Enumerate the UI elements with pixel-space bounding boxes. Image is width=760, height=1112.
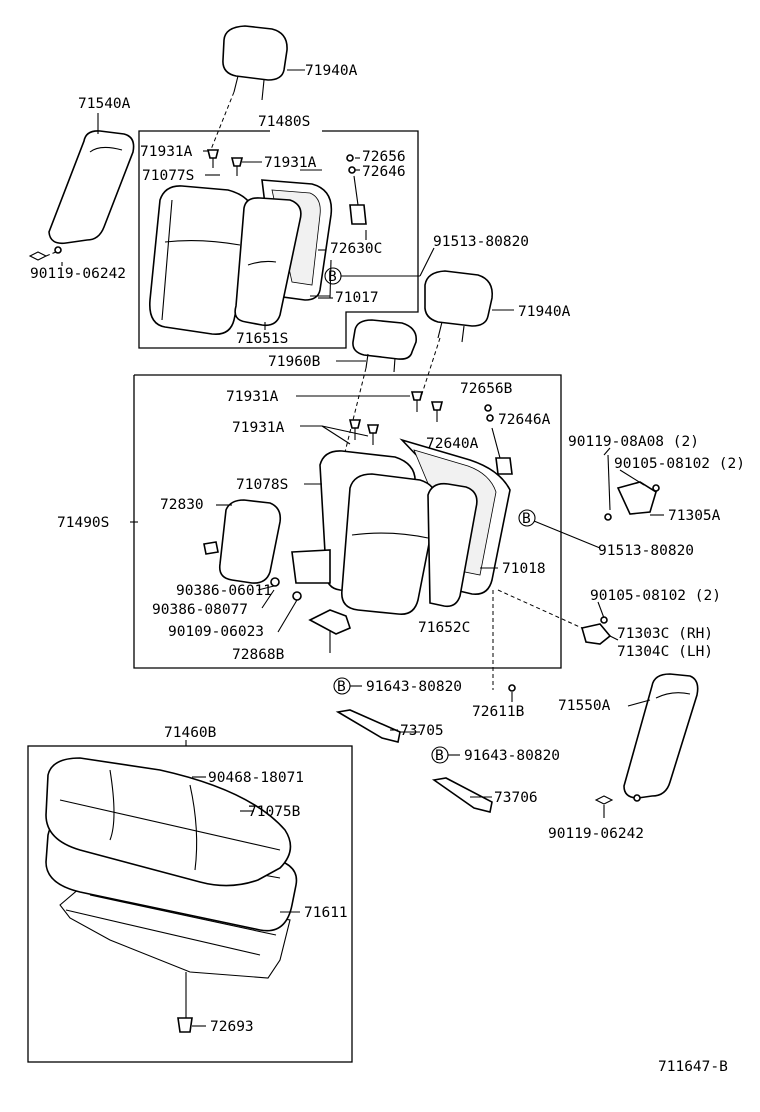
label-72646: 72646 — [362, 164, 406, 180]
label-72640A: 72640A — [426, 436, 479, 452]
label-91513-80820-a: 91513-80820 — [433, 234, 529, 250]
ref-B-circle-b — [518, 509, 601, 549]
rail-73706 — [431, 777, 493, 813]
label-71078S: 71078S — [236, 477, 288, 493]
label-71611: 71611 — [304, 905, 348, 921]
label-72656: 72656 — [362, 149, 406, 165]
label-71077S: 71077S — [142, 168, 194, 184]
latch-72630C — [346, 154, 367, 240]
group-box-71460B — [27, 745, 353, 1063]
label-72693: 72693 — [210, 1019, 254, 1035]
label-71017: 71017 — [335, 290, 379, 306]
headrest-71960B — [336, 319, 418, 453]
label-71651S: 71651S — [236, 331, 288, 347]
figure-id: 711647-B — [658, 1059, 728, 1075]
label-71940A-top: 71940A — [305, 63, 358, 79]
label-72630C: 72630C — [330, 241, 382, 257]
seatback-pad-71077S — [148, 185, 256, 336]
label-71940A-right: 71940A — [518, 304, 571, 320]
label-71931A-a: 71931A — [140, 144, 193, 160]
label-71075B: 71075B — [248, 804, 301, 820]
label-71460B: 71460B — [164, 725, 217, 741]
label-72611B: 72611B — [472, 704, 525, 720]
headrest-71940A-top — [209, 25, 305, 153]
label-B-d: B — [435, 748, 444, 764]
label-B-a: B — [328, 269, 337, 285]
seatback-cover-71651S — [234, 197, 302, 327]
hinge-71303C-71304C — [492, 589, 612, 692]
label-73705: 73705 — [400, 723, 444, 739]
label-71652C: 71652C — [418, 620, 470, 636]
label-B-b: B — [522, 511, 531, 527]
rail-73705 — [335, 709, 420, 743]
label-91643-80820-a: 91643-80820 — [366, 679, 462, 695]
seatback-cover-71652C — [341, 473, 478, 616]
hinge-71305A — [604, 454, 660, 521]
label-90109-06023: 90109-06023 — [168, 624, 264, 640]
label-B-c: B — [337, 679, 346, 695]
label-71018: 71018 — [502, 561, 546, 577]
label-71304C: 71304C (LH) — [617, 644, 713, 660]
label-72868B: 72868B — [232, 647, 285, 663]
bolts-71931A-lower — [296, 391, 444, 445]
label-90119-06242-b: 90119-06242 — [548, 826, 644, 842]
label-90105-08102-b: 90105-08102 (2) — [590, 588, 721, 604]
label-90468-18071: 90468-18071 — [208, 770, 304, 786]
label-71540A: 71540A — [78, 96, 131, 112]
label-90119-06242-a: 90119-06242 — [30, 266, 126, 282]
armrest-72830 — [203, 499, 282, 587]
label-71960B: 71960B — [268, 354, 321, 370]
label-72646A: 72646A — [498, 412, 551, 428]
bolts-71931A-upper — [203, 149, 262, 176]
label-90386-08077: 90386-08077 — [152, 602, 248, 618]
group-box-71490S — [133, 374, 562, 669]
label-72656B: 72656B — [460, 381, 513, 397]
side-cushion-71550A — [594, 673, 699, 805]
label-71305A: 71305A — [668, 508, 721, 524]
bracket-72868B — [292, 591, 351, 635]
latch-72640A — [484, 404, 513, 475]
label-71303C: 71303C (RH) — [617, 626, 713, 642]
label-91513-80820-b: 91513-80820 — [598, 543, 694, 559]
label-71931A-d: 71931A — [232, 420, 285, 436]
label-90386-06011: 90386-06011 — [176, 583, 272, 599]
label-71931A-b: 71931A — [264, 155, 317, 171]
leader-lines — [61, 169, 664, 1027]
label-73706: 73706 — [494, 790, 538, 806]
label-71480S: 71480S — [258, 114, 310, 130]
side-cushion-71540A — [28, 113, 135, 261]
headrest-71940A-right — [419, 270, 514, 401]
seat-cushion-top — [45, 757, 292, 887]
label-71490S: 71490S — [57, 515, 109, 531]
label-90119-08A08: 90119-08A08 (2) — [568, 434, 699, 450]
label-71931A-c: 71931A — [226, 389, 279, 405]
label-91643-80820-b: 91643-80820 — [464, 748, 560, 764]
group-box-71480S — [138, 130, 419, 349]
ref-B-circle-a — [324, 247, 435, 285]
label-72830: 72830 — [160, 497, 204, 513]
label-90105-08102-a: 90105-08102 (2) — [614, 456, 745, 472]
label-71550A: 71550A — [558, 698, 611, 714]
